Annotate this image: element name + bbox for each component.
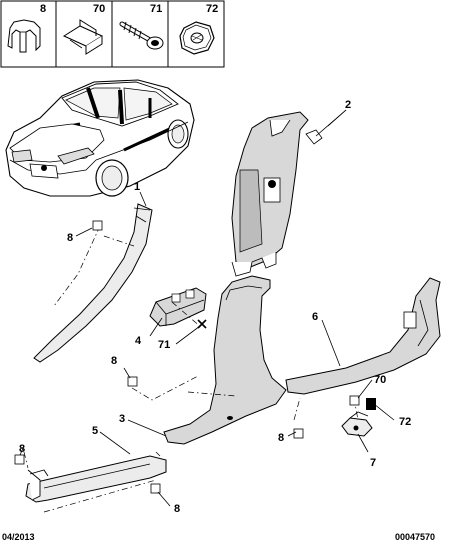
cell-label-8: 8 [40,3,46,15]
callout-8-c: 8 [19,443,25,455]
screw-icon [119,21,164,50]
cell-label-72: 72 [206,3,218,15]
clip-markers [14,220,360,494]
callout-5: 5 [92,425,98,437]
callout-8-a: 8 [67,232,73,244]
cell-label-70: 70 [93,3,105,15]
callout-8-d: 8 [174,503,180,515]
callouts: 1 2 3 4 5 6 7 8 8 8 8 8 70 71 72 [19,99,411,515]
callout-3: 3 [119,413,125,425]
bracket [149,287,207,327]
callout-8-b: 8 [111,355,117,367]
mounting-clip [341,398,376,437]
fasteners-table: 8 70 71 72 [0,0,225,68]
callout-4: 4 [135,335,142,347]
a-pillar-trim [33,203,153,363]
callout-1: 1 [134,181,140,193]
cell-label-71: 71 [150,3,162,15]
b-pillar-upper-trim [231,111,323,277]
sill-trim [25,455,167,503]
spring-clip-icon [62,19,104,55]
callout-8-e: 8 [278,432,284,444]
callout-71: 71 [158,339,170,351]
assembly-lines [23,225,359,513]
footer-date: 04/2013 [2,532,35,542]
callout-6: 6 [312,311,318,323]
car-illustration [5,79,195,197]
b-pillar-lower-trim [163,275,287,445]
clip-icon [7,19,41,53]
callout-70: 70 [374,374,386,386]
callout-72: 72 [399,416,411,428]
nut-icon [179,21,215,55]
callout-2: 2 [345,99,351,111]
leader-lines [19,109,395,507]
footer-reference: 00047570 [395,532,435,542]
rear-sill-trim [285,277,441,395]
callout-7: 7 [370,457,376,469]
